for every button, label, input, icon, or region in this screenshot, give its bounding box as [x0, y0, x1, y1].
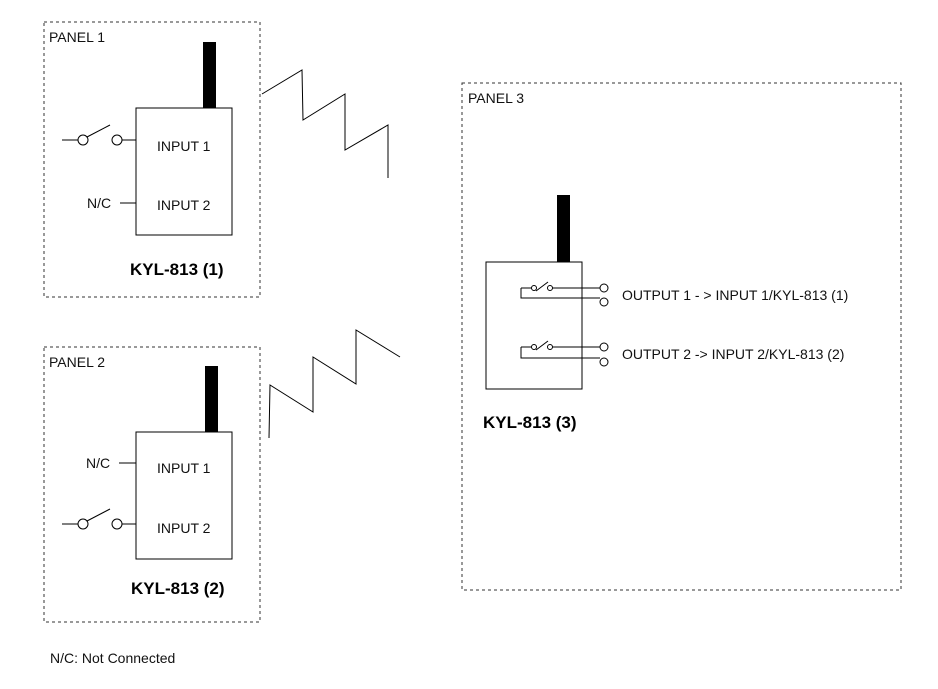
device-1-input-2: INPUT 2	[157, 197, 211, 213]
device-1-nc-label: N/C	[87, 195, 111, 211]
device-2-input-1: INPUT 1	[157, 460, 211, 476]
panel-3: PANEL 3 OUTPUT 1 - > INPUT 1/KYL-813 (1)	[461, 82, 902, 591]
device-2-title: KYL-813 (2)	[131, 579, 225, 598]
antenna-2	[205, 366, 218, 432]
panel-2: PANEL 2 INPUT 1 INPUT 2 N/C KYL-813 (2)	[43, 346, 261, 623]
output-2-mapping: OUTPUT 2 -> INPUT 2/KYL-813 (2)	[622, 346, 844, 362]
device-1-input-1: INPUT 1	[157, 138, 211, 154]
antenna-1	[203, 42, 216, 108]
antenna-3	[557, 195, 570, 262]
output-1-mapping: OUTPUT 1 - > INPUT 1/KYL-813 (1)	[622, 287, 848, 303]
device-box-1	[135, 107, 233, 236]
panel-3-border	[461, 82, 902, 591]
radio-wave-2	[268, 329, 401, 439]
device-2-input-2: INPUT 2	[157, 520, 211, 536]
switch-2-input-2	[62, 508, 136, 530]
panel-2-border	[43, 346, 261, 623]
device-1-title: KYL-813 (1)	[130, 260, 224, 279]
panel-1-label: PANEL 1	[49, 29, 105, 45]
device-box-2	[135, 431, 233, 560]
panel-1-border	[43, 21, 261, 298]
relay-output-2	[520, 340, 609, 367]
panel-1: PANEL 1 INPUT 1 INPUT 2 N/C KYL-813 (1)	[43, 21, 261, 298]
device-box-3	[485, 261, 583, 390]
legend-nc: N/C: Not Connected	[50, 650, 175, 666]
radio-wave-1	[261, 69, 389, 178]
relay-output-1	[520, 281, 609, 307]
device-3-title: KYL-813 (3)	[483, 413, 577, 432]
device-2-nc-label: N/C	[86, 455, 110, 471]
panel-3-label: PANEL 3	[468, 90, 524, 106]
panel-2-label: PANEL 2	[49, 354, 105, 370]
switch-1-input-1	[62, 124, 136, 146]
